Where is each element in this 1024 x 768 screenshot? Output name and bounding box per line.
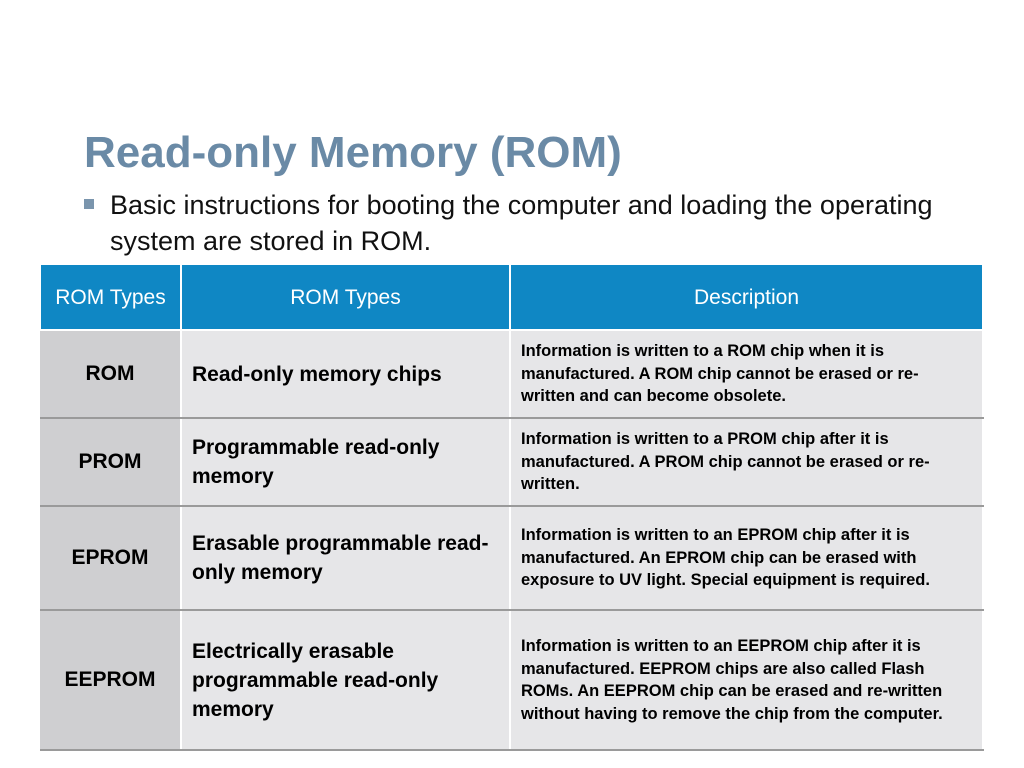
rom-name-cell: Electrically erasable programmable read-… xyxy=(181,610,511,751)
rom-description-cell: Information is written to a ROM chip whe… xyxy=(510,330,984,419)
rom-name-cell: Read-only memory chips xyxy=(181,330,511,419)
table-row: EEPROM Electrically erasable programmabl… xyxy=(40,610,984,751)
slide-title: Read-only Memory (ROM) xyxy=(84,128,622,177)
table-row: ROM Read-only memory chips Information i… xyxy=(40,330,984,419)
table-row: PROM Programmable read-only memory Infor… xyxy=(40,418,984,507)
bullet-text: Basic instructions for booting the compu… xyxy=(110,190,933,256)
rom-type-cell: EPROM xyxy=(40,506,182,611)
header-rom-types-name: ROM Types xyxy=(180,263,511,331)
rom-type-cell: ROM xyxy=(40,330,182,419)
header-rom-types: ROM Types xyxy=(39,263,182,331)
rom-description-cell: Information is written to a PROM chip af… xyxy=(510,418,984,507)
rom-name-cell: Erasable programmable read-only memory xyxy=(181,506,511,611)
rom-name-cell: Programmable read-only memory xyxy=(181,418,511,507)
rom-description-cell: Information is written to an EPROM chip … xyxy=(510,506,984,611)
bullet-point: Basic instructions for booting the compu… xyxy=(84,187,984,259)
header-description: Description xyxy=(509,263,984,331)
square-bullet-icon xyxy=(84,199,94,209)
table-header-row: ROM Types ROM Types Description xyxy=(39,263,984,331)
rom-type-cell: EEPROM xyxy=(40,610,182,751)
table-row: EPROM Erasable programmable read-only me… xyxy=(40,506,984,611)
rom-types-table: ROM Types ROM Types Description ROM Read… xyxy=(39,263,984,751)
rom-description-cell: Information is written to an EEPROM chip… xyxy=(510,610,984,751)
rom-type-cell: PROM xyxy=(40,418,182,507)
